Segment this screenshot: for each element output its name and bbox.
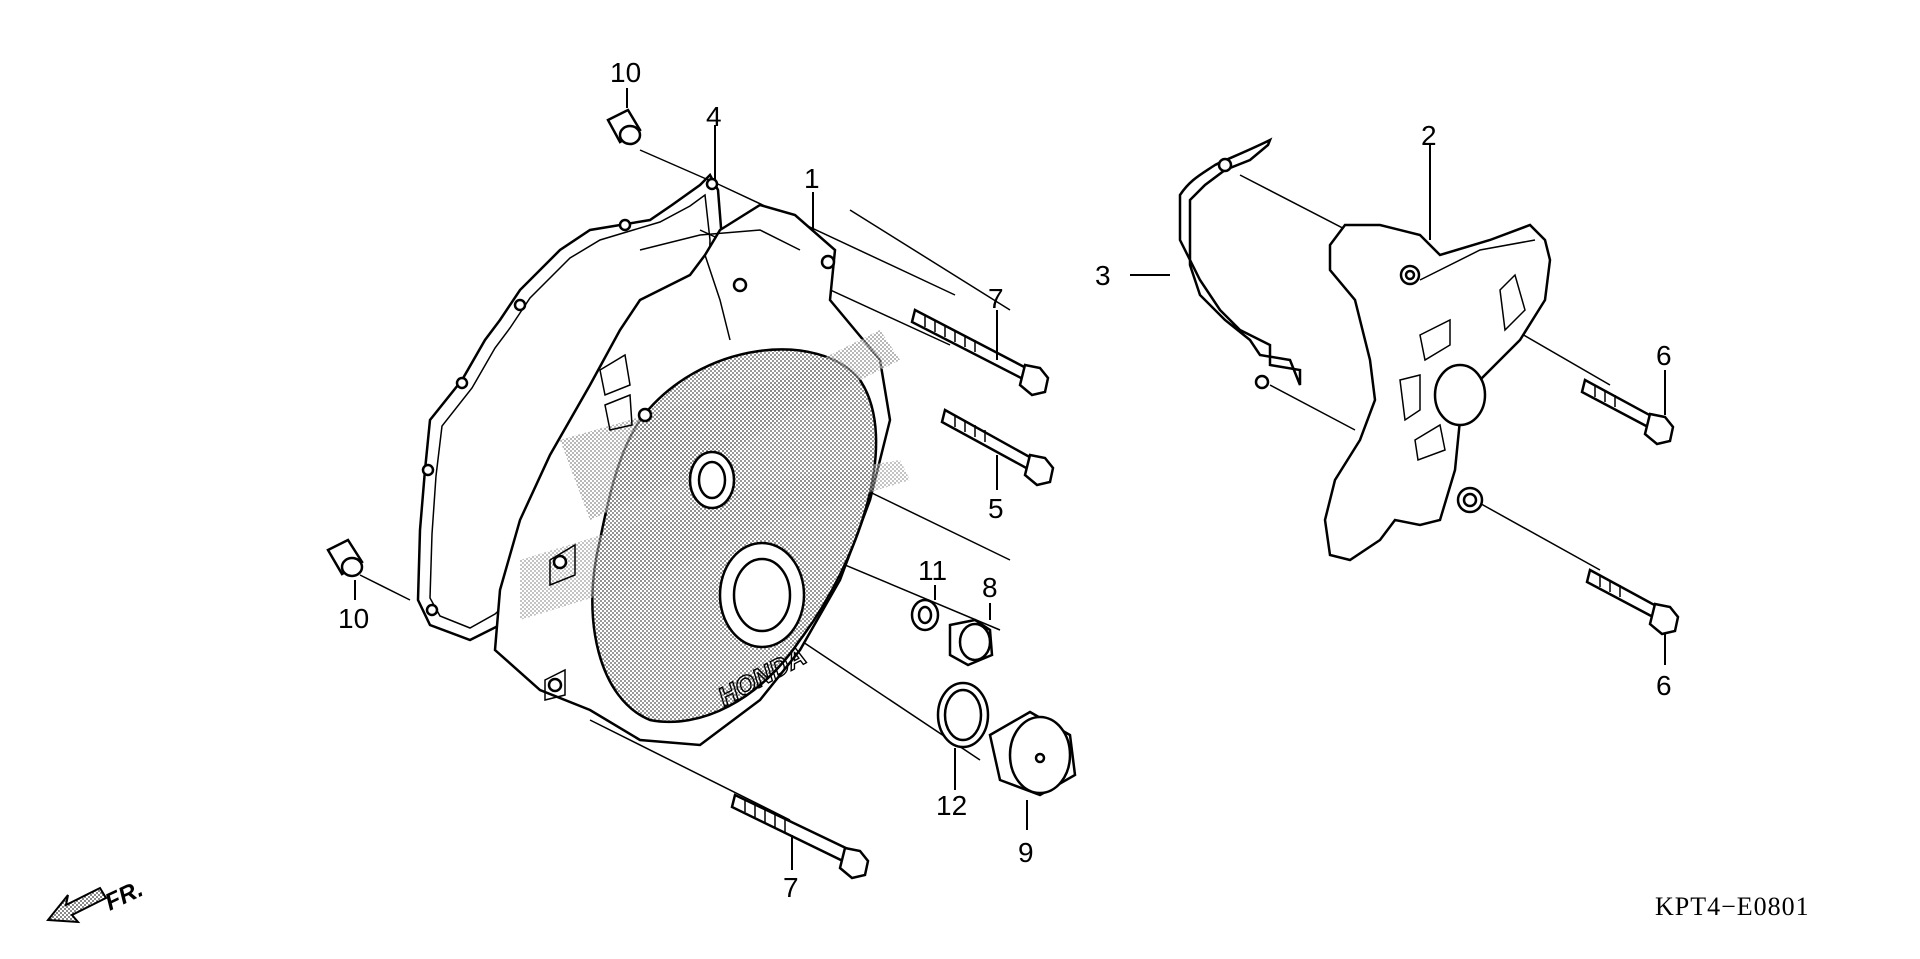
sprocket-cover-part-2 xyxy=(1323,223,1552,562)
front-direction-indicator: FR. xyxy=(46,875,147,924)
callout-7-lower: 7 xyxy=(783,872,799,903)
callout-6-upper: 6 xyxy=(1656,340,1672,371)
callout-6-lower: 6 xyxy=(1656,670,1672,701)
cap-part-9 xyxy=(988,710,1077,797)
direction-arrow-icon xyxy=(46,886,108,924)
gasket-holes xyxy=(421,177,719,617)
callout-3: 3 xyxy=(1095,260,1111,291)
callout-5: 5 xyxy=(988,493,1004,524)
bolt-part-6-upper xyxy=(1580,378,1675,446)
callout-11: 11 xyxy=(918,555,947,586)
bolt-part-7-lower xyxy=(730,793,870,880)
callout-2: 2 xyxy=(1421,120,1437,151)
callout-8: 8 xyxy=(982,572,998,603)
plug-part-8 xyxy=(948,618,994,667)
callout-10-upper: 10 xyxy=(610,57,641,88)
callout-9: 9 xyxy=(1018,837,1034,868)
bolt-part-5 xyxy=(940,408,1055,487)
left-crankcase-cover-part-1: HONDA xyxy=(493,203,910,747)
callout-10-lower: 10 xyxy=(338,603,369,634)
bolt-part-7-upper xyxy=(910,308,1050,397)
callout-12: 12 xyxy=(936,790,967,821)
direction-label: FR. xyxy=(101,875,147,916)
callout-4: 4 xyxy=(706,101,722,132)
diagram-code: KPT4−E0801 xyxy=(1655,892,1810,921)
o-ring-part-12 xyxy=(936,681,990,749)
callout-1: 1 xyxy=(804,163,820,194)
washer-part-11 xyxy=(910,598,940,632)
callout-leaders xyxy=(354,88,1666,870)
gasket-part-3 xyxy=(1178,137,1302,386)
bolt-part-6-lower xyxy=(1585,568,1680,636)
dowel-pin-part-10-lower xyxy=(326,538,364,578)
dowel-pin-part-10-upper xyxy=(606,108,642,146)
callout-7-upper: 7 xyxy=(988,283,1004,314)
